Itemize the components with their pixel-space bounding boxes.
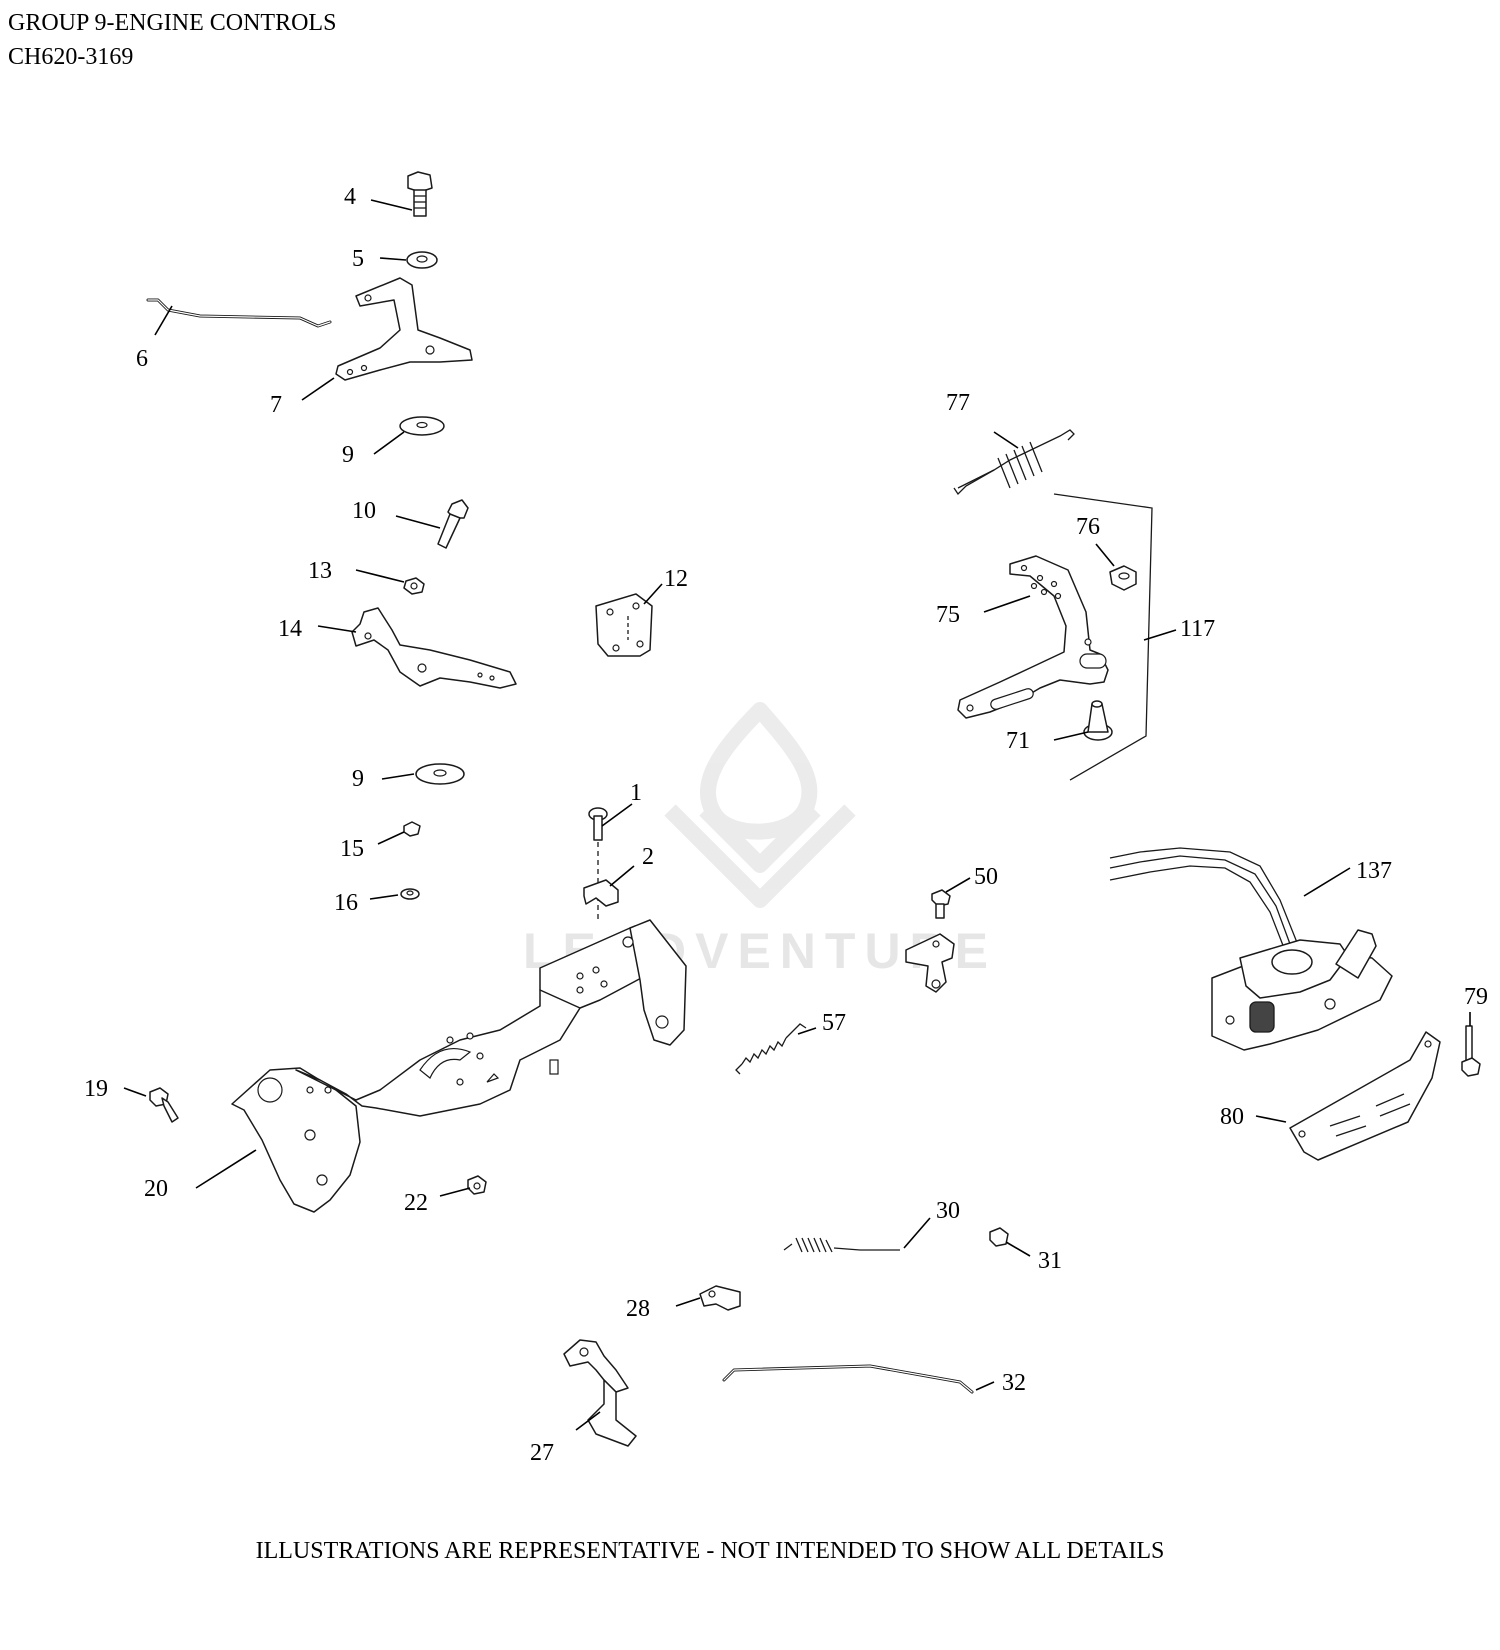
part-14-lever [351,607,517,689]
part-76-nut [1109,565,1137,591]
leader-lines [123,199,1471,1431]
part-31-nut [989,1227,1009,1247]
part-137-control-assembly [1109,847,1393,1051]
callout-22: 22 [404,1190,428,1216]
diagram-title: GROUP 9-ENGINE CONTROLS [8,10,337,36]
part-22-nut [467,1175,487,1195]
part-16-washer [400,888,420,900]
callout-57: 57 [822,1010,846,1036]
part-80-plate [1289,1031,1441,1161]
part-28-clip [699,1285,741,1311]
disclaimer-text: ILLUSTRATIONS ARE REPRESENTATIVE - NOT I… [255,1538,1165,1564]
part-27-bracket [563,1339,637,1447]
callout-31: 31 [1038,1248,1062,1274]
part-19-bolt [149,1087,179,1123]
part-12-plate [595,593,653,657]
callout-13: 13 [308,558,332,584]
callout-50: 50 [974,864,998,890]
part-30-spring [783,1237,900,1253]
callout-137: 137 [1356,858,1392,884]
part-5-washer [406,251,438,269]
part-79-bolt [1461,1025,1481,1077]
part-50-bolt [931,889,951,919]
part-10-bolt [437,499,469,549]
part-15-nut [403,821,421,837]
part-77-spring [953,429,1075,496]
callout-9-lower: 9 [352,766,364,792]
callout-16: 16 [334,890,358,916]
callout-75: 75 [936,602,960,628]
callout-77: 77 [946,390,970,416]
callout-32: 32 [1002,1370,1026,1396]
part-2-clip [583,879,619,907]
part-20-main-bracket [231,919,687,1213]
callout-6: 6 [136,346,148,372]
part-75-lever [957,555,1109,719]
callout-27: 27 [530,1440,554,1466]
callout-19: 19 [84,1076,108,1102]
callout-5: 5 [352,246,364,272]
callout-80: 80 [1220,1104,1244,1130]
part-1-screw [588,807,608,922]
callout-12: 12 [664,566,688,592]
part-6-link-rod [146,298,332,328]
callout-79: 79 [1464,984,1488,1010]
part-32-rod [722,1364,974,1394]
callout-30: 30 [936,1198,960,1224]
callout-7: 7 [270,392,282,418]
part-117-assembly-bracket [1053,493,1153,781]
callout-117: 117 [1180,616,1215,642]
part-4-bolt [407,171,433,217]
part-9-washer-lower [415,763,465,785]
bracket-mount [905,933,955,993]
callout-2: 2 [642,844,654,870]
callout-4: 4 [344,184,356,210]
model-number: CH620-3169 [8,44,134,70]
callout-1: 1 [630,780,642,806]
part-13-nut [403,577,425,595]
part-7-bracket [335,277,473,381]
part-9-washer-upper [399,416,445,436]
callout-15: 15 [340,836,364,862]
callout-9-upper: 9 [342,442,354,468]
callout-numbers: 4 5 6 7 9 10 13 14 12 9 15 16 1 2 19 20 … [84,184,1488,1466]
part-71-pin [1083,700,1113,741]
callout-14: 14 [278,616,302,642]
callout-20: 20 [144,1176,168,1202]
callout-76: 76 [1076,514,1100,540]
part-57-spring [735,1023,807,1075]
callout-10: 10 [352,498,376,524]
leadventure-logo-icon [664,702,856,908]
callout-71: 71 [1006,728,1030,754]
callout-28: 28 [626,1296,650,1322]
